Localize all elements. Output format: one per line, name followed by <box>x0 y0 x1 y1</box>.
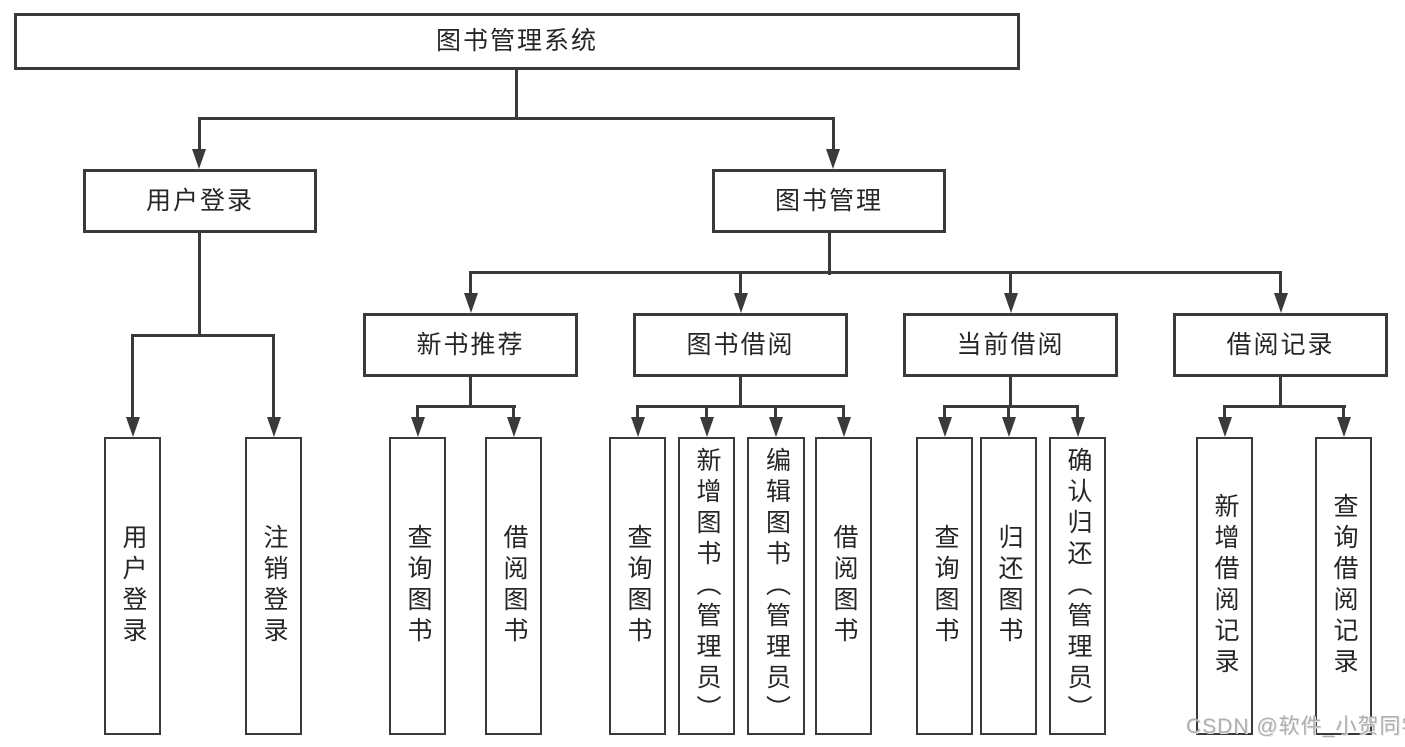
node-label: 图书借阅 <box>686 330 795 359</box>
connector-line <box>416 405 516 408</box>
connector-line <box>1279 377 1282 408</box>
connector-line <box>828 233 831 275</box>
leaf-edit-books-admin: 编辑图书（管理员） <box>747 437 805 735</box>
arrow-down-icon <box>734 293 748 313</box>
connector-line <box>636 405 845 408</box>
leaf-user-login: 用户登录 <box>104 437 161 735</box>
connector-line <box>739 271 742 297</box>
leaf-label: 归还图书 <box>995 524 1023 648</box>
connector-line <box>198 233 201 337</box>
arrow-down-icon <box>507 417 521 437</box>
node-book-borrowing: 图书借阅 <box>633 313 848 377</box>
connector-line <box>842 405 845 421</box>
connector-line <box>832 117 835 153</box>
node-book-management: 图书管理 <box>712 169 946 233</box>
leaf-label: 查询图书 <box>404 524 432 648</box>
connector-line <box>198 117 834 120</box>
connector-line <box>774 405 777 421</box>
connector-line <box>1223 405 1226 421</box>
arrow-down-icon <box>464 293 478 313</box>
arrow-down-icon <box>826 149 840 169</box>
leaf-add-borrow-record: 新增借阅记录 <box>1196 437 1253 735</box>
leaf-add-books-admin: 新增图书（管理员） <box>678 437 735 735</box>
leaf-label: 编辑图书（管理员） <box>762 446 791 726</box>
leaf-borrow-books: 借阅图书 <box>815 437 872 735</box>
arrow-down-icon <box>1337 417 1351 437</box>
leaf-query-books-recommend: 查询图书 <box>389 437 446 735</box>
connector-line <box>1223 405 1346 408</box>
node-label: 图书管理 <box>774 186 883 215</box>
arrow-down-icon <box>631 417 645 437</box>
connector-line <box>1342 405 1345 421</box>
arrow-down-icon <box>1004 293 1018 313</box>
arrow-down-icon <box>192 149 206 169</box>
arrow-down-icon <box>769 417 783 437</box>
connector-line <box>416 405 419 421</box>
leaf-label: 用户登录 <box>119 524 147 648</box>
connector-line <box>1076 405 1079 421</box>
connector-line <box>198 117 201 153</box>
connector-line <box>1009 377 1012 408</box>
connector-line <box>272 334 275 422</box>
arrow-down-icon <box>938 417 952 437</box>
connector-line <box>512 405 515 421</box>
node-borrowing-records: 借阅记录 <box>1173 313 1388 377</box>
node-label: 新书推荐 <box>416 330 525 359</box>
arrow-down-icon <box>1274 293 1288 313</box>
arrow-down-icon <box>411 417 425 437</box>
connector-line <box>1009 271 1012 297</box>
leaf-query-books-current: 查询图书 <box>916 437 973 735</box>
arrow-down-icon <box>267 417 281 437</box>
connector-line <box>943 405 946 421</box>
connector-line <box>1279 271 1282 297</box>
leaf-label: 查询图书 <box>624 524 652 648</box>
node-label: 图书管理系统 <box>435 27 598 55</box>
connector-line <box>469 271 1282 274</box>
leaf-label: 借阅图书 <box>830 524 858 648</box>
connector-line <box>943 405 1079 408</box>
arrow-down-icon <box>837 417 851 437</box>
leaf-query-borrow-record: 查询借阅记录 <box>1315 437 1372 735</box>
leaf-label: 查询图书 <box>931 524 959 648</box>
leaf-return-books: 归还图书 <box>980 437 1037 735</box>
arrow-down-icon <box>700 417 714 437</box>
connector-line <box>469 271 472 297</box>
leaf-label: 新增借阅记录 <box>1211 493 1239 679</box>
connector-line <box>739 377 742 408</box>
csdn-watermark: CSDN @软件_小贺同学 <box>1186 715 1405 738</box>
leaf-label: 确认归还（管理员） <box>1064 446 1092 726</box>
leaf-query-books-borrowing: 查询图书 <box>609 437 666 735</box>
connector-line <box>1007 405 1010 421</box>
connector-line <box>131 334 275 337</box>
leaf-label: 借阅图书 <box>500 524 528 648</box>
arrow-down-icon <box>126 417 140 437</box>
node-label: 借阅记录 <box>1226 330 1335 359</box>
leaf-confirm-return-admin: 确认归还（管理员） <box>1049 437 1106 735</box>
arrow-down-icon <box>1218 417 1232 437</box>
connector-line <box>705 405 708 421</box>
arrow-down-icon <box>1071 417 1085 437</box>
arrow-down-icon <box>1002 417 1016 437</box>
node-library-management-system: 图书管理系统 <box>14 13 1020 70</box>
leaf-label: 新增图书（管理员） <box>693 446 721 726</box>
node-current-borrowing: 当前借阅 <box>903 313 1118 377</box>
node-user-login: 用户登录 <box>83 169 317 233</box>
connector-line <box>469 377 472 408</box>
connector-line <box>636 405 639 421</box>
connector-line <box>131 334 134 422</box>
leaf-borrow-books-recommend: 借阅图书 <box>485 437 542 735</box>
node-label: 当前借阅 <box>956 330 1065 359</box>
node-new-book-recommend: 新书推荐 <box>363 313 578 377</box>
node-label: 用户登录 <box>145 186 254 215</box>
leaf-label: 注销登录 <box>260 524 288 648</box>
leaf-logout: 注销登录 <box>245 437 302 735</box>
leaf-label: 查询借阅记录 <box>1330 493 1358 679</box>
connector-line <box>515 68 518 119</box>
